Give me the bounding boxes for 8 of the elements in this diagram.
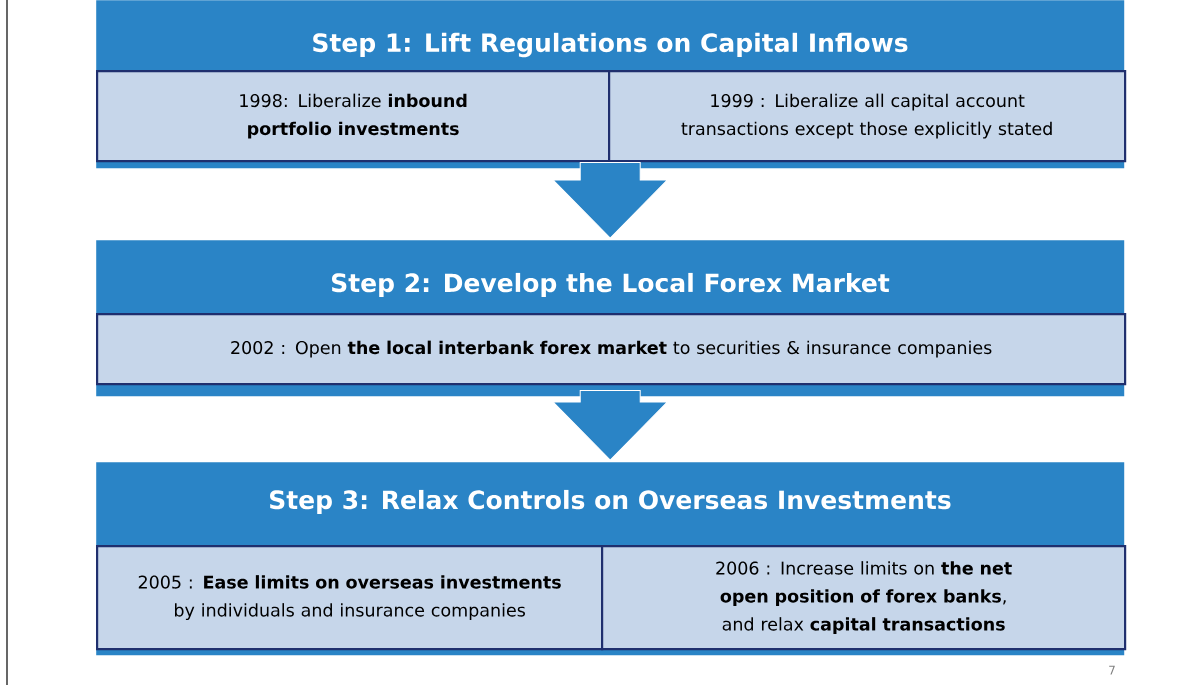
detail-box: 2006 : Increase limits on the net open position of forex banks, and relax capital transactions — [601, 545, 1127, 651]
page-number: 7 — [1109, 665, 1115, 675]
detail-box: 1999 : Liberalize all capital account transactions except those explicitly stated — [608, 70, 1127, 163]
detail-box: 1998: Liberalize inbound portfolio investments — [96, 70, 611, 163]
detail-box: 2002 : Open the local interbank forex market to securities & insurance companies — [96, 313, 1127, 386]
detail-box: 2005 : Ease limits on overseas investments by individuals and insurance companies — [96, 545, 604, 651]
down-arrow — [552, 161, 668, 239]
down-arrow — [552, 389, 668, 461]
